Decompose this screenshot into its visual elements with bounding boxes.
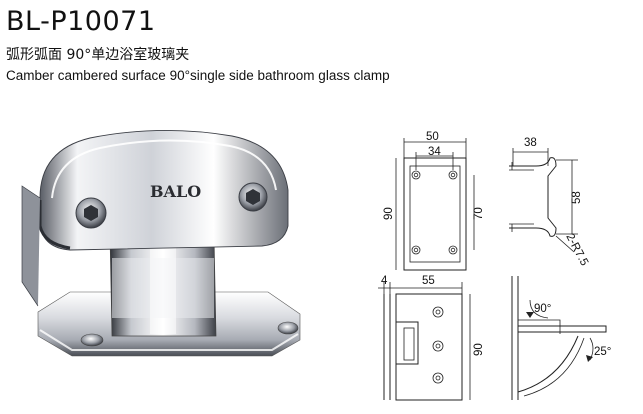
front-view-drawing	[395, 138, 475, 271]
brand-logo: BALO	[150, 182, 201, 201]
rotation-angle-main: 90°	[534, 303, 551, 315]
front-width-inner: 34	[428, 146, 441, 158]
rotation-view-drawing	[511, 276, 607, 400]
side-depth: 38	[524, 137, 537, 149]
side-radius: 2-R7.5	[563, 232, 590, 268]
product-name-chinese: 弧形弧面 90°单边浴室玻璃夹	[6, 47, 190, 63]
bottom-height: 90	[473, 343, 485, 356]
product-name-english: Camber cambered surface 90°single side b…	[6, 68, 390, 83]
glass-clamp-photo: BALO	[21, 130, 301, 357]
front-width-outer: 50	[426, 131, 439, 143]
front-height-outer: 90	[383, 207, 395, 220]
bottom-view-drawing	[378, 282, 471, 401]
side-view-drawing	[509, 148, 578, 253]
front-height-inner: 70	[473, 207, 485, 220]
bottom-length: 55	[422, 275, 435, 287]
rotation-angle-extra: 25°	[594, 346, 611, 358]
bottom-thickness: 4	[381, 275, 388, 287]
model-number: BL-P10071	[6, 6, 156, 37]
side-hole-spacing: 58	[571, 191, 583, 204]
